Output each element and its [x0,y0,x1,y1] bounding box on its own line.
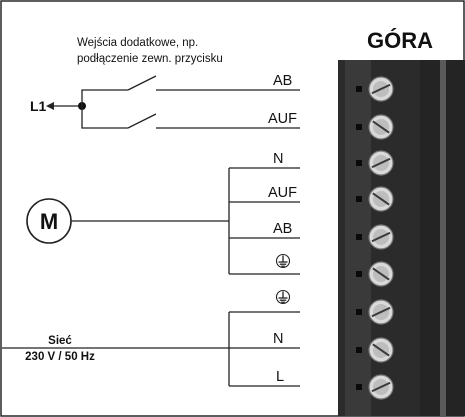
contact-switch-ab [81,75,300,106]
ground-icon [275,253,291,269]
terminal-screw-icon [356,186,394,212]
top-label: GÓRA [367,28,433,53]
terminal-screw-icon [356,299,394,325]
l1-arrow-icon [46,102,82,110]
terminal-screw-icon [356,114,394,140]
motor-wiring [71,167,300,275]
contact-switch-auf [81,106,300,129]
extra-inputs-note-line1: Wejścia dodatkowe, np. [77,37,198,49]
motor-label: M [40,209,58,234]
extra-inputs-note-line2: podłączenie zewn. przycisku [77,53,223,65]
mains-label-line1: Sieć [48,335,72,347]
terminal-screw-icon [356,224,394,250]
terminal-screw-icon [356,261,394,287]
mains-label-line2: 230 V / 50 Hz [25,351,95,363]
ground-icon [275,289,291,305]
terminal-label-auf-input: AUF [268,111,297,127]
terminal-screw-icon [356,374,394,400]
terminal-label-n-mains: N [273,331,283,347]
terminal-screws [356,76,394,400]
terminal-label-l-mains: L [276,369,284,385]
terminal-label-auf-motor: AUF [268,185,297,201]
terminal-screw-icon [356,150,394,176]
terminal-label-n-motor: N [273,151,283,167]
terminal-screw-icon [356,76,394,102]
terminal-screw-icon [356,337,394,363]
mains-wiring [2,311,300,387]
l1-label: L1 [30,98,47,114]
terminal-label-ab-input: AB [273,73,292,89]
terminal-label-ab-motor: AB [273,221,292,237]
